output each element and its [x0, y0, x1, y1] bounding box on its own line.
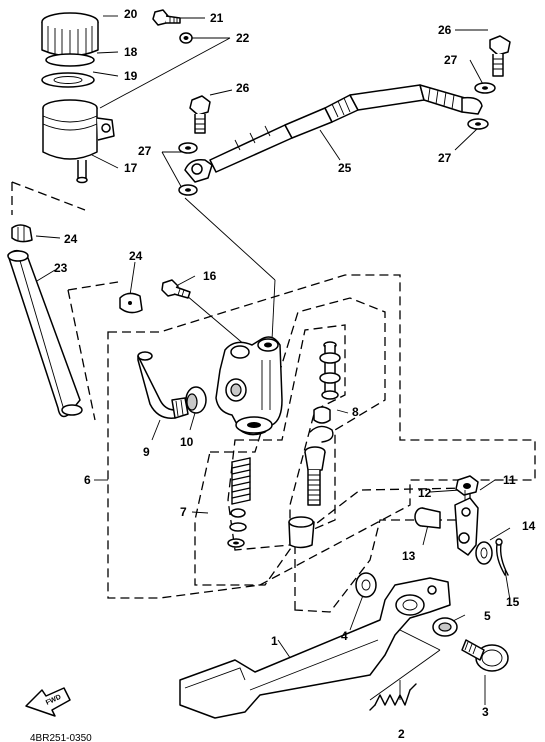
- callout-16: 16: [203, 269, 217, 283]
- callout-24-upper: 24: [64, 232, 78, 246]
- assembly-boundary-6: [107, 274, 536, 599]
- callout-24-lower: 24: [129, 249, 143, 263]
- locknut[interactable]: [455, 475, 479, 496]
- piston-spring[interactable]: [231, 457, 251, 505]
- cotter-pin[interactable]: [495, 538, 509, 576]
- callout-1: 1: [271, 634, 278, 648]
- callout-6: 6: [84, 473, 91, 487]
- hose-clamp-upper[interactable]: [11, 224, 33, 243]
- callout-27-left: 27: [138, 144, 152, 158]
- assembly-boundary-7: [194, 297, 386, 586]
- callout-26-left: 26: [236, 81, 250, 95]
- callout-10: 10: [180, 435, 194, 449]
- callout-13: 13: [402, 549, 416, 563]
- pedal-washer[interactable]: [432, 617, 458, 637]
- callout-27-right-top: 27: [444, 53, 458, 67]
- pin-washer[interactable]: [475, 541, 493, 565]
- reservoir-hose[interactable]: [7, 249, 83, 418]
- assembly-boundary-top: [11, 181, 119, 421]
- callout-4: 4: [341, 629, 348, 643]
- union-bolt-right[interactable]: [489, 35, 511, 77]
- callout-20: 20: [124, 7, 138, 21]
- reservoir-diaphragm-plate[interactable]: [45, 53, 95, 67]
- callout-18: 18: [124, 45, 138, 59]
- brake-pedal[interactable]: [179, 577, 451, 719]
- copper-washer-4[interactable]: [467, 118, 489, 130]
- fwd-arrow: FWD: [25, 687, 71, 717]
- callout-26-right: 26: [438, 23, 452, 37]
- callout-11: 11: [503, 473, 516, 487]
- reservoir-diaphragm[interactable]: [41, 72, 95, 88]
- callout-17: 17: [124, 161, 138, 175]
- copper-washer-1[interactable]: [178, 142, 198, 154]
- grommet[interactable]: [185, 386, 207, 414]
- callout-12: 12: [418, 486, 432, 500]
- pivot-bolt[interactable]: [461, 639, 509, 672]
- callout-15: 15: [506, 595, 520, 609]
- copper-washer-2[interactable]: [178, 184, 198, 196]
- hose-joint[interactable]: [137, 351, 189, 419]
- callout-25: 25: [338, 161, 352, 175]
- callout-labels: 20 18 19 17 21 22 26 27 26 27 27 25 24 2…: [54, 7, 536, 741]
- piston-rod-upper[interactable]: [319, 341, 341, 400]
- return-spring[interactable]: [369, 683, 417, 711]
- callout-8: 8: [352, 405, 359, 419]
- callout-27-right-bottom: 27: [438, 151, 452, 165]
- master-cylinder-body[interactable]: [215, 336, 283, 436]
- clevis-pin[interactable]: [414, 507, 441, 529]
- callout-23: 23: [54, 261, 68, 275]
- callout-19: 19: [124, 69, 138, 83]
- dust-boot[interactable]: [288, 516, 315, 549]
- callout-7: 7: [180, 505, 187, 519]
- circlip[interactable]: [309, 425, 334, 443]
- callout-2: 2: [398, 727, 405, 741]
- copper-washer-3[interactable]: [474, 82, 496, 94]
- callout-9: 9: [143, 445, 150, 459]
- piston-washer[interactable]: [313, 406, 331, 424]
- brake-hose[interactable]: [184, 84, 483, 183]
- piston-cup[interactable]: [227, 508, 247, 548]
- reservoir-tank[interactable]: [42, 99, 115, 184]
- callout-3: 3: [482, 705, 489, 719]
- pivot-washer[interactable]: [355, 572, 377, 598]
- drawing-code: 4BR251-0350: [30, 733, 92, 742]
- union-bolt-left[interactable]: [189, 95, 211, 134]
- hose-clamp-lower[interactable]: [119, 292, 143, 314]
- leader-lines: [21, 15, 511, 705]
- callout-5: 5: [484, 609, 491, 623]
- callout-21: 21: [210, 11, 224, 25]
- callout-14: 14: [522, 519, 536, 533]
- collar-washer[interactable]: [179, 32, 193, 44]
- reservoir-cap[interactable]: [41, 12, 99, 58]
- clevis[interactable]: [454, 490, 479, 556]
- callout-22: 22: [236, 31, 250, 45]
- reservoir-bolt[interactable]: [152, 9, 181, 26]
- pushrod[interactable]: [304, 446, 326, 506]
- mounting-bolt[interactable]: [161, 279, 191, 299]
